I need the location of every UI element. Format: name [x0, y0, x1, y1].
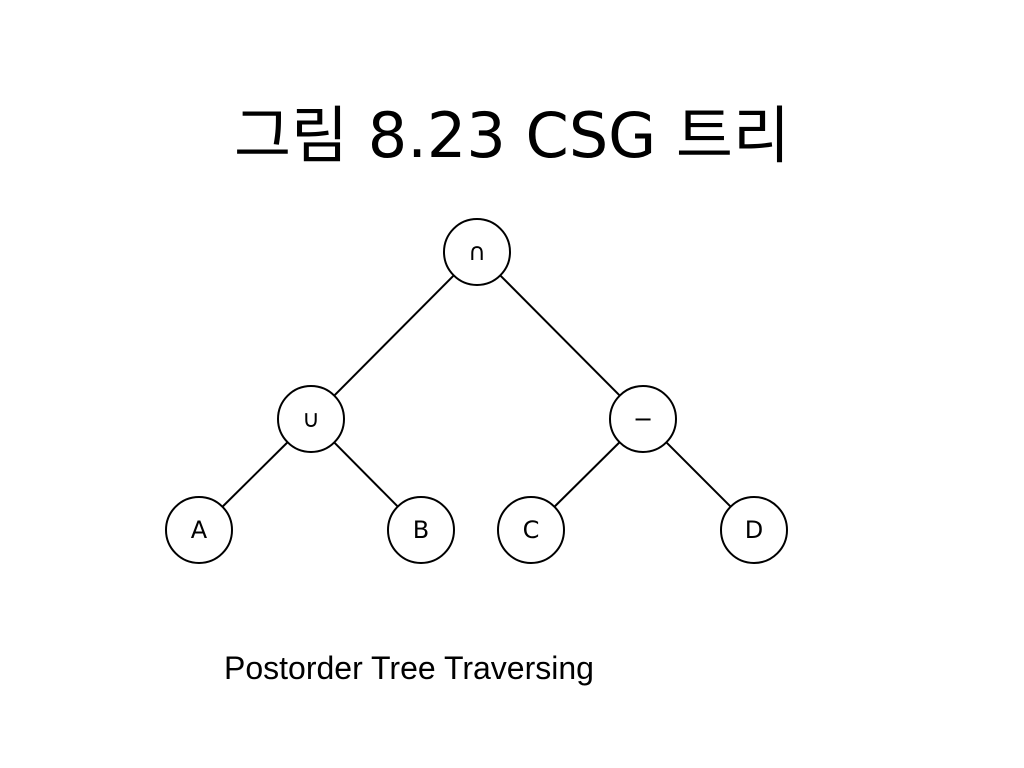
node-label-root: ∩ [468, 238, 486, 266]
tree-edges [221, 274, 732, 508]
edge-difference-d [665, 441, 732, 508]
node-circle-union [277, 385, 345, 453]
tree-node-union: ∪ [277, 385, 345, 453]
node-circle-b [387, 496, 455, 564]
tree-node-difference: − [609, 385, 677, 453]
tree-nodes: ∩ ∪ − A B C D [165, 218, 788, 564]
edge-union-b [333, 441, 399, 508]
tree-node-d: D [720, 496, 788, 564]
edge-root-union [333, 274, 455, 397]
edge-union-a [221, 441, 289, 508]
node-circle-a [165, 496, 233, 564]
node-label-difference: − [633, 405, 653, 433]
node-label-c: C [523, 516, 540, 544]
edge-difference-c [553, 441, 621, 508]
node-circle-root [443, 218, 511, 286]
node-label-b: B [413, 516, 429, 544]
node-label-union: ∪ [302, 405, 320, 433]
node-circle-difference [609, 385, 677, 453]
tree-node-b: B [387, 496, 455, 564]
edge-root-difference [499, 274, 621, 397]
tree-node-a: A [165, 496, 233, 564]
tree-node-c: C [497, 496, 565, 564]
figure-title: 그림 8.23 CSG 트리 [233, 99, 791, 172]
diagram-caption: Postorder Tree Traversing [224, 650, 594, 686]
tree-node-root: ∩ [443, 218, 511, 286]
node-circle-c [497, 496, 565, 564]
node-label-d: D [745, 516, 763, 544]
node-circle-d [720, 496, 788, 564]
node-label-a: A [191, 516, 208, 544]
